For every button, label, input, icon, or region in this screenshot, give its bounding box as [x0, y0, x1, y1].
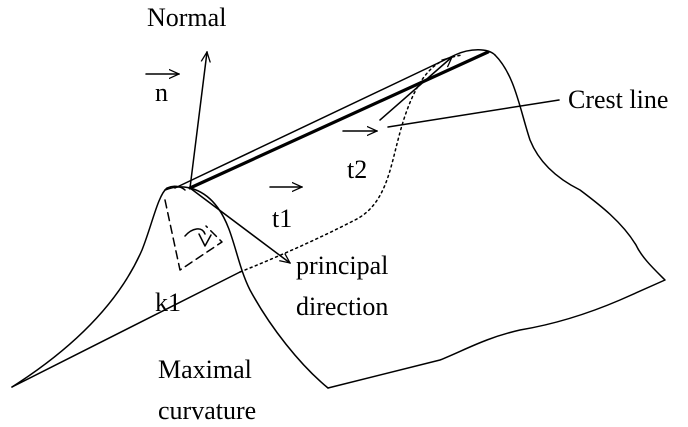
crest-line-curve	[188, 50, 490, 190]
maximal-label-line2: curvature	[158, 396, 256, 425]
crest-tangent-arrow	[379, 57, 452, 121]
curvature-arc	[184, 228, 206, 237]
ridge-top-edge	[174, 49, 496, 189]
crest-line-leader	[387, 99, 560, 128]
curvature-triangle	[164, 199, 223, 271]
crest-line-label: Crest line	[568, 85, 668, 114]
t2-label: t2	[347, 155, 367, 184]
surface-left-outline	[11, 185, 186, 388]
surface-back-outline	[327, 54, 666, 389]
surface-front-profile	[164, 186, 329, 389]
n-label: n	[155, 78, 168, 107]
t1-label: t1	[272, 204, 292, 233]
maximal-label-line1: Maximal	[158, 355, 252, 384]
principal-direction-arrow	[189, 187, 290, 263]
hidden-contour	[239, 54, 463, 273]
principal-label-line1: principal	[296, 251, 388, 280]
principal-label-line2: direction	[296, 292, 388, 321]
surface-bottom-edge	[11, 271, 241, 388]
normal-label: Normal	[147, 3, 226, 32]
normal-vector-arrow	[189, 52, 207, 189]
curvature-arc-arrow-icon	[198, 233, 212, 247]
k1-label: k1	[155, 288, 181, 317]
